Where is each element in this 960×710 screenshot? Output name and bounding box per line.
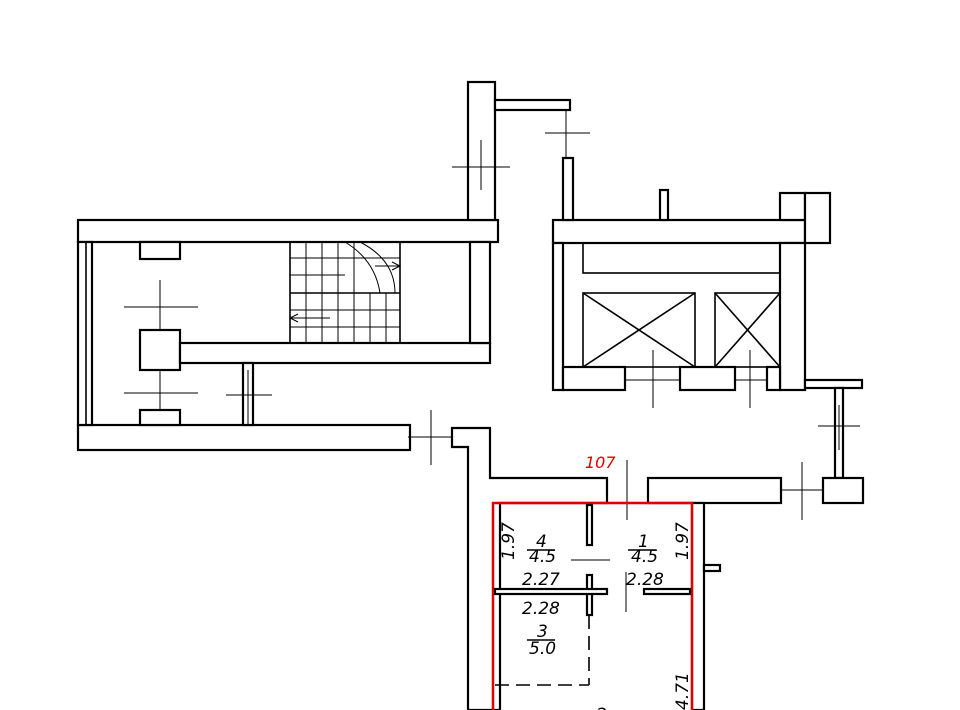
left-stair-block	[76, 80, 590, 465]
room-1-number: 1	[638, 532, 649, 552]
elevator-block	[551, 156, 864, 480]
highlighted-unit: 4 4.5 2.27 1.97 1 4.5 2.28 1.97 2.28 3 5…	[491, 501, 694, 710]
room-3-width: 2.28	[522, 599, 560, 619]
room-4-number: 4	[536, 532, 547, 552]
room-3-area: 5.0	[529, 639, 556, 659]
room-4-area: 4.5	[529, 547, 556, 567]
room-3-number: 3	[537, 622, 548, 642]
room-2-number: 2	[596, 705, 607, 710]
room-1-area: 4.5	[631, 547, 658, 567]
corridor-107: 107	[450, 426, 865, 710]
room-2-height: 4.71	[673, 672, 693, 710]
door-markers	[124, 110, 590, 465]
room-4-width: 2.27	[522, 570, 560, 590]
room-4-height: 1.97	[499, 522, 519, 560]
room-1-height: 1.97	[673, 522, 693, 560]
room-1-width: 2.28	[626, 570, 664, 590]
corridor-number: 107	[585, 453, 616, 472]
